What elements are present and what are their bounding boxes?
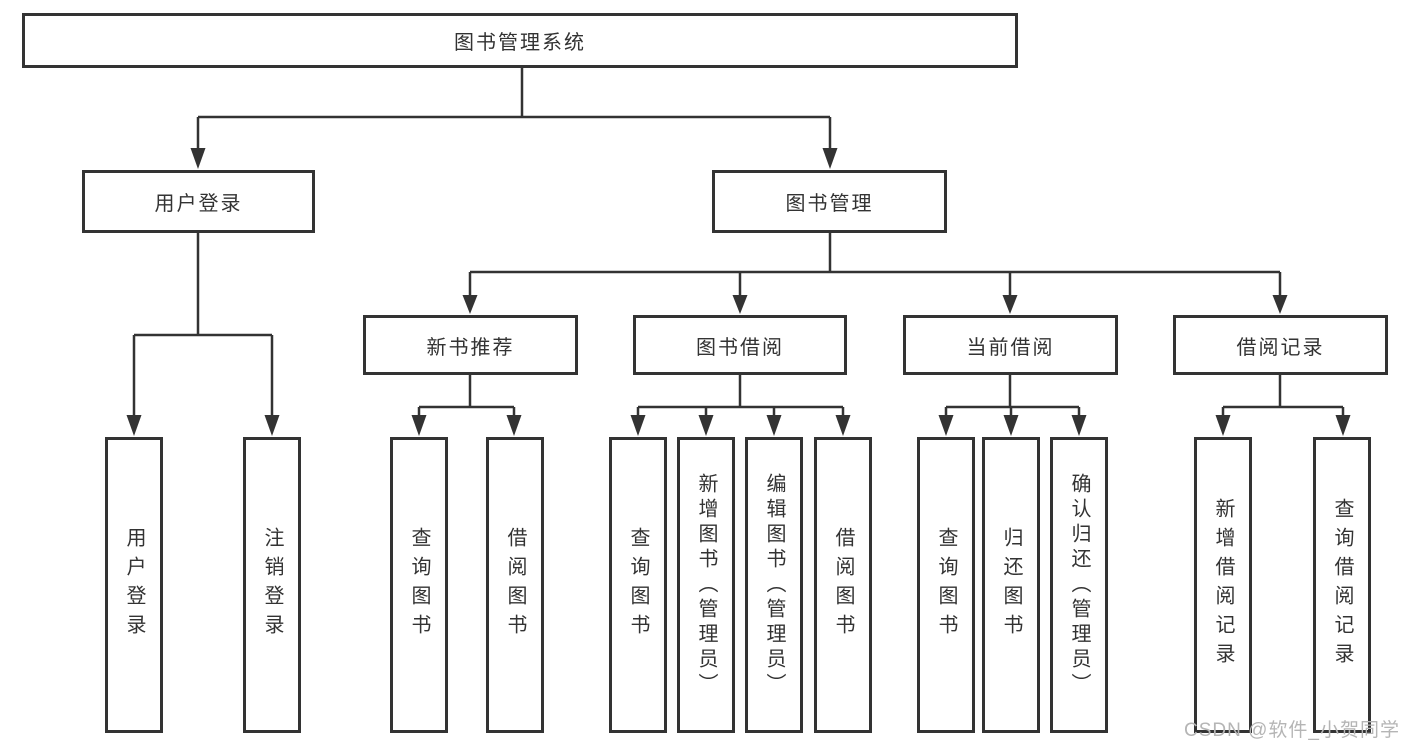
leaf-query-borrow-record: 查询借阅记录 (1313, 437, 1371, 733)
leaf-add-borrow-record: 新增借阅记录 (1194, 437, 1252, 733)
node-label: 图书管理系统 (454, 32, 586, 54)
node-label: 用户登录 (154, 193, 243, 215)
leaf-borrow-books-recommend: 借阅图书 (486, 437, 544, 733)
node-label: 确认归还（管理员） (1068, 472, 1090, 698)
node-label: 借阅图书 (832, 527, 854, 643)
node-label: 借阅图书 (504, 527, 526, 643)
node-label: 查询图书 (627, 527, 649, 643)
leaf-add-book-admin: 新增图书（管理员） (677, 437, 735, 733)
csdn-watermark: CSDN @软件_小贺同学 (1184, 720, 1400, 741)
node-label: 借阅记录 (1236, 336, 1325, 359)
node-label: 查询图书 (935, 527, 957, 643)
node-label: 编辑图书（管理员） (763, 472, 785, 698)
arrowhead-icons (126, 148, 1351, 436)
node-new-book-recommendation: 新书推荐 (363, 315, 578, 375)
node-label: 新增图书（管理员） (695, 472, 717, 698)
node-label: 图书借阅 (696, 336, 784, 359)
leaf-query-books-recommend: 查询图书 (390, 437, 448, 733)
leaf-logout: 注销登录 (243, 437, 301, 733)
leaf-edit-book-admin: 编辑图书（管理员） (745, 437, 803, 733)
leaf-return-book: 归还图书 (982, 437, 1040, 733)
node-current-borrowing: 当前借阅 (903, 315, 1118, 375)
node-label: 当前借阅 (966, 336, 1055, 359)
node-user-login: 用户登录 (82, 170, 315, 233)
node-book-borrowing: 图书借阅 (633, 315, 847, 375)
node-label: 注销登录 (261, 527, 283, 643)
node-label: 查询图书 (408, 527, 430, 643)
node-label: 查询借阅记录 (1331, 498, 1353, 672)
node-label: 归还图书 (1000, 527, 1022, 643)
leaf-query-books-borrow: 查询图书 (609, 437, 667, 733)
node-borrowing-records: 借阅记录 (1173, 315, 1388, 375)
node-library-system: 图书管理系统 (22, 13, 1018, 68)
leaf-borrow-books: 借阅图书 (814, 437, 872, 733)
leaf-confirm-return-admin: 确认归还（管理员） (1050, 437, 1108, 733)
node-label: 新增借阅记录 (1212, 498, 1234, 672)
node-label: 图书管理 (785, 193, 874, 215)
leaf-query-books-current: 查询图书 (917, 437, 975, 733)
leaf-user-login: 用户登录 (105, 437, 163, 733)
node-label: 用户登录 (123, 527, 145, 643)
node-book-management: 图书管理 (712, 170, 947, 233)
node-label: 新书推荐 (426, 336, 515, 359)
